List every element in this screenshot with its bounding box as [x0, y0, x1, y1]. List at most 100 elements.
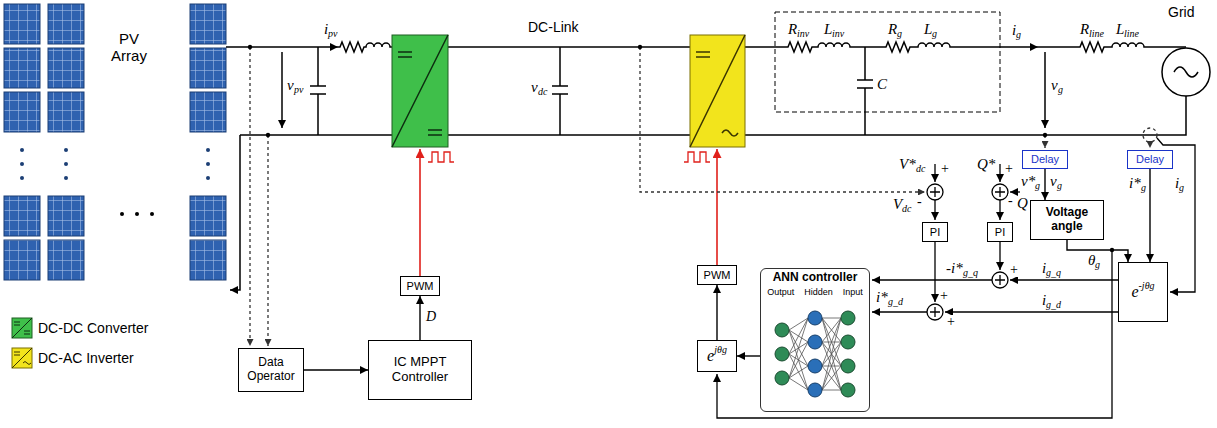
converter-symbol	[392, 35, 448, 147]
signal-connector	[1067, 240, 1128, 262]
subscript: g_q	[963, 268, 978, 278]
angle-block: Voltage angle	[1030, 200, 1104, 240]
transform-block: e-jθg	[1118, 262, 1168, 322]
array-label: PV Array	[98, 22, 160, 72]
plus-symbol	[930, 187, 1005, 317]
solar-panel	[4, 4, 40, 44]
junction-dot	[248, 45, 252, 49]
ac-line-with-lcl-filter	[745, 42, 1186, 52]
transform-block: ejθg	[697, 340, 737, 372]
pwm-block: PWM	[400, 276, 440, 296]
signal-label: Q	[1017, 196, 1028, 211]
return-wire	[240, 134, 392, 136]
continuation-dot	[120, 212, 124, 216]
legend-icon	[12, 318, 32, 338]
neuron	[775, 323, 789, 385]
sine-symbol	[1174, 67, 1198, 77]
node-label: Data Operator	[242, 356, 300, 384]
signal-label: v	[1050, 174, 1057, 189]
control-wire	[1010, 191, 1020, 192]
return-wire	[745, 96, 1186, 135]
pv-bus-with-filter	[226, 42, 392, 52]
neuron	[841, 311, 855, 325]
neuron	[841, 311, 855, 397]
pwm-block: PWM	[697, 265, 737, 285]
control-wire	[717, 250, 1112, 418]
control-wire	[934, 200, 935, 220]
subscript: g	[1179, 183, 1184, 193]
control-wire	[999, 164, 1000, 182]
control-wire	[1010, 279, 1118, 280]
gate-signal	[420, 149, 717, 276]
subscript: pv	[328, 29, 337, 39]
neuron	[808, 311, 822, 325]
network-links	[789, 318, 841, 390]
part-name: DC-Link	[528, 20, 579, 34]
node-label: ANN controller	[773, 271, 858, 285]
subscript: g	[1141, 183, 1146, 193]
return-wire	[448, 134, 690, 136]
subscript: g	[1057, 181, 1062, 191]
continuation-dot	[150, 212, 154, 216]
subscript: g	[1035, 181, 1040, 191]
sensor-line	[249, 47, 250, 346]
legend-entry: DC-DC Converter	[38, 321, 148, 335]
sensor-line	[1149, 142, 1150, 148]
subscript: inv	[797, 29, 809, 39]
node-label: PI	[995, 226, 1005, 239]
signal-label: v	[287, 78, 294, 93]
neuron	[841, 335, 855, 349]
subscript: g_q	[1046, 268, 1061, 278]
sign-label: +	[940, 289, 948, 303]
control-wire	[934, 164, 935, 182]
layer-names: OutputHiddenInput	[767, 287, 863, 297]
subscript: g_d	[1046, 300, 1061, 310]
pi-controller: PI	[987, 222, 1013, 242]
solar-panel-column	[48, 4, 84, 280]
signal-connector	[737, 355, 760, 356]
solar-panel	[4, 48, 40, 88]
subscript: g	[1058, 85, 1063, 95]
control-wire	[717, 138, 1195, 418]
continuation-dot	[135, 212, 139, 216]
subscript: g	[932, 29, 937, 39]
subscript: g	[1016, 30, 1021, 40]
filter-outline	[775, 12, 1000, 112]
node-label: PV Array	[101, 30, 157, 65]
pulse-symbol	[428, 152, 454, 162]
neuron	[808, 359, 822, 373]
node-label: IC MPPT Controller	[372, 355, 468, 385]
continuation-dot	[20, 162, 24, 166]
solar-panel	[4, 240, 40, 280]
junction-dot	[1043, 133, 1047, 137]
grid-source	[1162, 48, 1210, 96]
sign-label: +	[1010, 263, 1018, 277]
neuron	[808, 335, 822, 349]
signal-label: C	[877, 77, 887, 92]
gate-signal	[419, 149, 421, 276]
signal-label: v	[531, 80, 538, 95]
subscript: line	[1124, 29, 1139, 39]
dc-link-bus	[448, 46, 690, 48]
signal-label: Q*	[977, 157, 995, 172]
control-wire	[999, 200, 1000, 220]
legend-entry: DC-AC Inverter	[38, 351, 134, 365]
control-wire	[999, 242, 1000, 270]
legend-icon	[12, 318, 32, 338]
control-wire	[945, 311, 1118, 312]
process-box: Data Operator	[238, 348, 304, 392]
inverter-symbol	[690, 35, 745, 147]
node-label: e	[1131, 283, 1138, 301]
sign-label: -	[917, 195, 922, 209]
node-label: Delay	[1031, 153, 1059, 166]
junction-dot	[266, 133, 270, 137]
capacitor-symbol	[310, 47, 326, 135]
subscript: pv	[294, 85, 303, 95]
layer-name: Output	[767, 287, 794, 297]
signal-label: R	[888, 22, 897, 37]
voltage-arrow	[281, 52, 283, 128]
dc-ac-inverter	[690, 35, 745, 147]
current-arrow	[330, 43, 338, 51]
subscript: g	[1095, 260, 1100, 270]
